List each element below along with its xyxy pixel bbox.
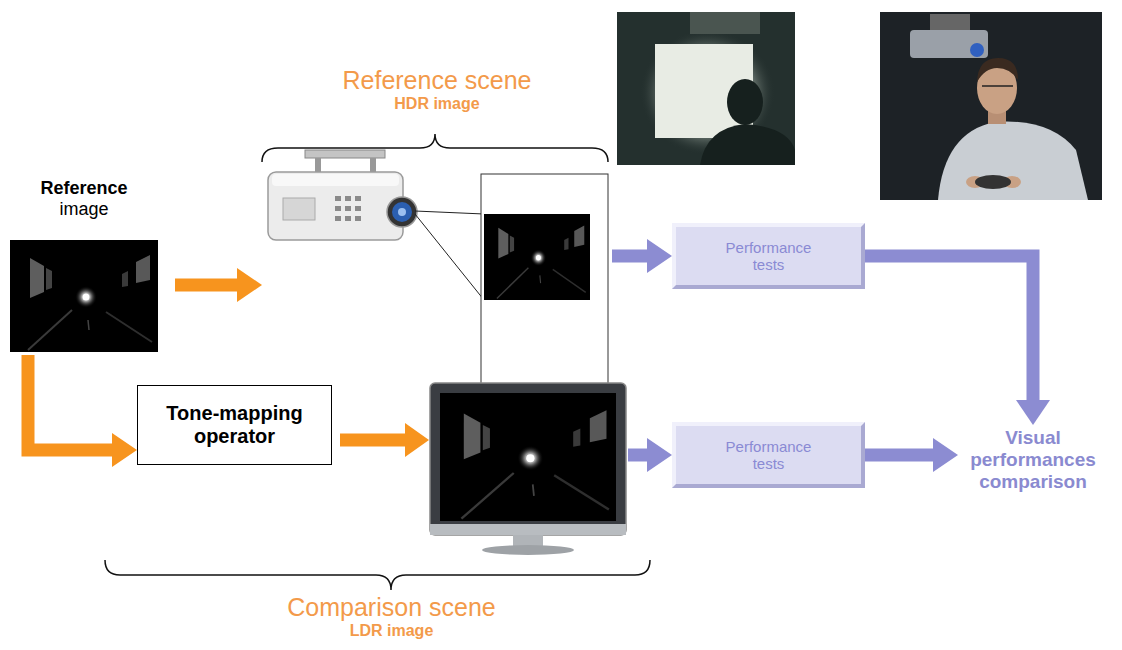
projector-panel [283,198,315,220]
arrow-shaft [865,256,1033,401]
group-heading: Reference scene [342,66,531,95]
reference-image-picture [10,240,158,352]
beam-line [415,211,484,214]
vent [355,206,361,211]
projected-image [484,214,590,300]
viewer-body [700,124,795,165]
photo-subject [880,12,1102,200]
flow-arrow [628,438,672,472]
projection-screen [481,174,608,407]
projector-lens [392,202,412,222]
projector-vents [335,196,361,221]
flow-arrow [865,438,958,472]
projector-post [315,158,321,173]
brace [105,560,650,590]
scene-group: Comparison sceneLDR image Tone-mapping op… [105,378,628,644]
photo-lens [970,43,984,57]
arrow-head [1016,400,1050,425]
arrow-head [933,438,958,472]
arrow-shaft [612,250,648,263]
arrow-shaft [28,355,113,450]
monitor-illustration [430,383,626,555]
flow-arrow [175,268,262,302]
vent [335,216,341,221]
vent [335,196,341,201]
subject-glasses [982,85,1013,87]
flow-arrow [28,355,137,467]
brace [262,134,608,162]
projector-lens [387,197,417,227]
arrow-head [405,423,429,457]
monitor-frame [430,383,626,535]
vent [345,196,351,201]
box-label: Performance tests [726,239,812,274]
vent [335,206,341,211]
box-label: Performance tests [726,438,812,473]
photo-mount [930,14,970,30]
group-subheading: LDR image [350,622,434,640]
photo-projector [690,12,760,34]
subject-hair [977,58,1018,82]
image-node: Reference image [10,178,175,355]
projector-post [370,158,376,173]
photo-background [880,12,1102,200]
monitor-screen [440,393,616,521]
arrow-head [647,239,672,273]
arrow-head [237,268,262,302]
arrow-head [647,438,672,472]
scene-group: Reference sceneHDR image [262,66,612,410]
vent [345,216,351,221]
game-controller [975,175,1011,189]
projector-top [272,174,399,186]
process-box: Tone-mapping operator [137,385,332,465]
arrow-shaft [865,449,934,462]
photo-background [617,12,795,165]
arrow-shaft [628,449,648,462]
projector-illustration [268,150,608,407]
arrow-shaft [340,434,407,447]
result-text: Visual performances comparison [970,427,1096,493]
photo-projector [910,30,988,58]
node-label: Reference image [40,178,127,219]
projector-body [268,172,403,240]
test-box: Performance tests [672,422,865,488]
photo-viewer [617,12,795,165]
vent [355,196,361,201]
group-heading: Comparison scene [287,593,495,622]
test-box: Performance tests [672,223,865,289]
box-label: Tone-mapping operator [145,402,325,448]
subject-sweater [938,122,1088,200]
arrow-head [112,433,137,467]
road-image [10,240,158,352]
beam-line [415,214,484,300]
flow-arrow [865,256,1050,425]
flow-arrow [612,239,672,273]
monitor-bezel [430,524,626,535]
group-subheading: HDR image [394,95,479,113]
vent [345,206,351,211]
projector-mount [305,150,385,158]
monitor-base [482,545,574,555]
vent [355,216,361,221]
viewer-head [727,79,763,125]
orange-arrow [340,423,429,457]
result-label: Visual performances comparison [958,425,1108,495]
arrow-shaft [175,279,238,292]
projector-lens [398,208,406,216]
